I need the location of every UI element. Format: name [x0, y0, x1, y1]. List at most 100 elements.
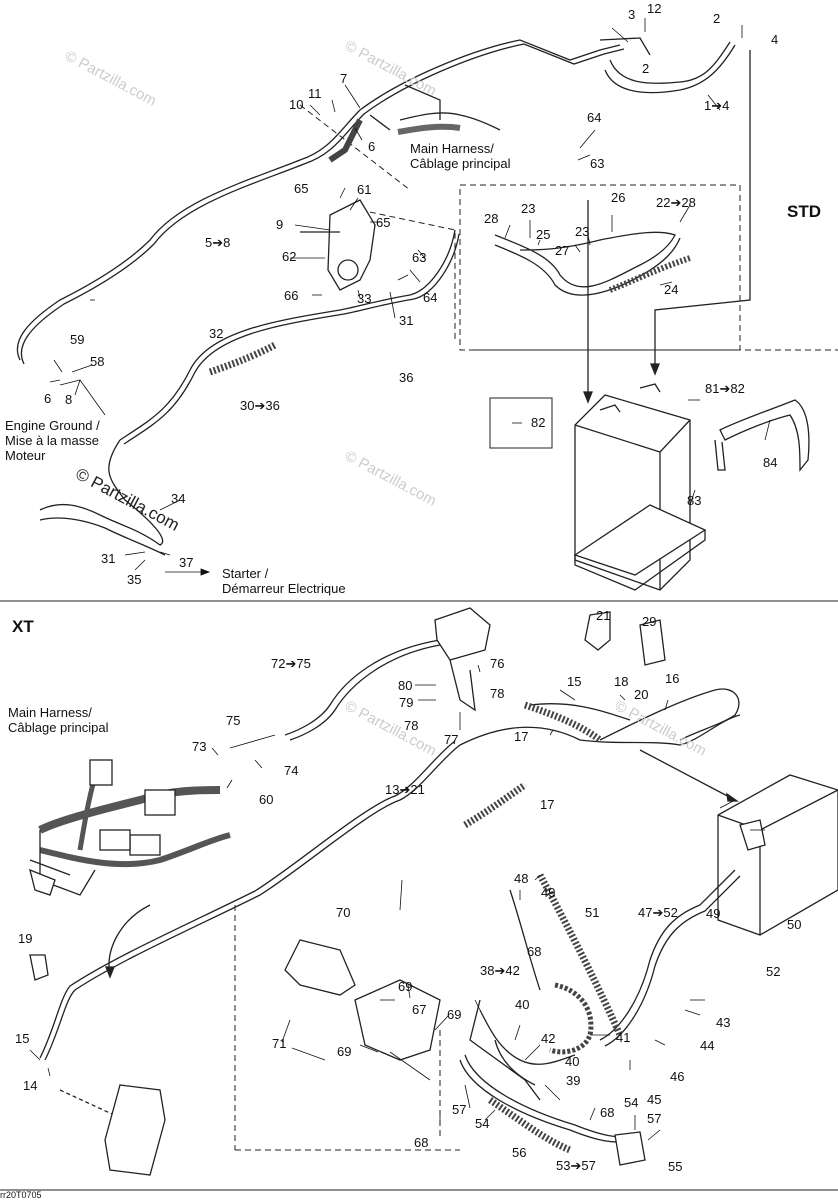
callout: 63: [590, 156, 605, 171]
callout: 82: [531, 415, 546, 430]
callout: 33: [357, 291, 372, 306]
callout: 81➔82: [705, 381, 745, 396]
callout: 44: [700, 1038, 715, 1053]
callout: 73: [192, 739, 207, 754]
callout: 69: [398, 979, 413, 994]
callout: 13➔21: [385, 782, 425, 797]
callout: 46: [670, 1069, 685, 1084]
callout: 79: [399, 695, 414, 710]
callout: 34: [171, 491, 186, 506]
callout: 6: [368, 139, 376, 154]
callout: 38➔42: [480, 963, 520, 978]
callout: 47➔52: [638, 905, 678, 920]
callout: 31: [399, 313, 414, 328]
main-harness-std: [399, 112, 501, 131]
callout: 26: [611, 190, 626, 205]
callout: 30➔36: [240, 398, 280, 413]
callout: 68: [600, 1105, 615, 1120]
callout: 67: [412, 1002, 427, 1017]
callout: 22➔28: [656, 195, 696, 210]
callout: 40: [515, 997, 530, 1012]
callout: 50: [787, 917, 802, 932]
callout: 63: [412, 250, 427, 265]
arrow-std-2: [654, 50, 751, 372]
callout: 27: [555, 243, 570, 258]
callout: 37: [179, 555, 194, 570]
dashed-box-std: [459, 184, 741, 351]
callout: 48: [514, 871, 529, 886]
callout: 8: [65, 392, 73, 407]
callout: 57: [452, 1102, 467, 1117]
callout: 64: [587, 110, 602, 125]
callout: 57: [647, 1111, 662, 1126]
callout: 83: [687, 493, 702, 508]
callout: 20: [634, 687, 649, 702]
callout: 32: [209, 326, 224, 341]
callout: 43: [716, 1015, 731, 1030]
callout: 1➔4: [704, 98, 730, 113]
callout: 62: [282, 249, 297, 264]
callout: 60: [259, 792, 274, 807]
callout: 23: [521, 201, 536, 216]
sleeve-54: [488, 1097, 572, 1154]
callout: 3: [628, 7, 636, 22]
callout: 5➔8: [205, 235, 231, 250]
callout: 58: [90, 354, 105, 369]
callout: 16: [665, 671, 680, 686]
callout: 42: [541, 1031, 556, 1046]
callout: 29: [642, 614, 657, 629]
cable-5-8: [16, 39, 621, 361]
cable-47-52: [599, 869, 736, 1041]
callout: 65: [376, 215, 391, 230]
callout: 53➔57: [556, 1158, 596, 1173]
sleeve-24: [608, 255, 691, 293]
main-harness-xt: [38, 786, 221, 834]
relay-76: [434, 607, 491, 661]
callout: 51: [585, 905, 600, 920]
sleeve-32: [208, 341, 277, 376]
callout: 2: [642, 61, 650, 76]
note-main-harness-std: Main Harness/ Câblage principal: [410, 141, 511, 171]
callout: 75: [226, 713, 241, 728]
section-label-xt: XT: [12, 617, 34, 636]
callout: 78: [404, 718, 419, 733]
callout: 25: [536, 227, 551, 242]
callout: 71: [272, 1036, 287, 1051]
cable-53-57: [459, 1059, 631, 1143]
callout: 54: [475, 1116, 490, 1131]
callout: 40: [565, 1054, 580, 1069]
callout: 69: [447, 1007, 462, 1022]
callout: 14: [23, 1078, 38, 1093]
callout: 36: [399, 370, 414, 385]
callout: 35: [127, 572, 142, 587]
callout: 12: [647, 1, 662, 16]
callout: 65: [294, 181, 309, 196]
callout: 55: [668, 1159, 683, 1174]
note-main-harness-xt: Main Harness/ Câblage principal: [8, 705, 109, 735]
callout: 23: [575, 224, 590, 239]
hardware-box-82: [489, 397, 553, 449]
cable-22-28: [494, 231, 676, 288]
callout: 18: [614, 674, 629, 689]
section-label-std: STD: [787, 202, 821, 221]
callout: 39: [566, 1073, 581, 1088]
callout: 45: [647, 1092, 662, 1107]
callout: 17: [540, 797, 555, 812]
sleeve-51: [536, 873, 624, 1037]
callout: 7: [340, 71, 348, 86]
callout: 77: [444, 732, 459, 747]
callout: 11: [308, 86, 322, 101]
callout: 56: [512, 1145, 527, 1160]
callout: 76: [490, 656, 505, 671]
callout: 15: [15, 1031, 30, 1046]
callout: 28: [484, 211, 499, 226]
sleeve-17b: [463, 782, 527, 829]
callout: 17: [514, 729, 529, 744]
callout: 2: [713, 11, 721, 26]
callout: 68: [414, 1135, 429, 1150]
callout: 9: [276, 217, 284, 232]
callout: 19: [18, 931, 33, 946]
note-engine-ground: Engine Ground / Mise à la masse Moteur: [5, 418, 100, 463]
cable-30-36: [119, 229, 456, 441]
